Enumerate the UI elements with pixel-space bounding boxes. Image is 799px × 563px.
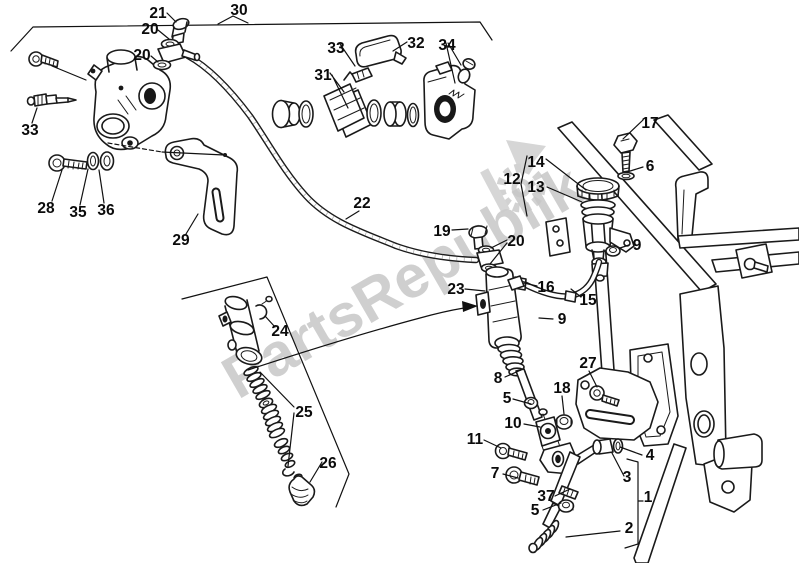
- part-label-24: 24: [271, 323, 289, 340]
- part-label-21: 21: [149, 5, 167, 22]
- part-label-15: 15: [579, 292, 597, 309]
- part-label-16: 16: [537, 279, 555, 296]
- part-label-34: 34: [438, 37, 456, 54]
- rear-master-cylinder: [468, 225, 526, 377]
- part-label-36: 36: [97, 202, 115, 219]
- part-label-31: 31: [314, 67, 332, 84]
- bolt-group-28: [48, 151, 115, 172]
- part-label-4: 4: [646, 447, 655, 464]
- part-label-20: 20: [133, 47, 150, 64]
- part-label-10: 10: [504, 415, 521, 432]
- part-label-26: 26: [319, 455, 337, 472]
- part-label-5: 5: [503, 390, 512, 407]
- brake-pedal: [528, 442, 581, 554]
- part-label-12: 12: [503, 171, 520, 188]
- bleed-valve-33: [26, 93, 77, 107]
- part-label-35: 35: [69, 204, 87, 221]
- part-label-2: 2: [625, 520, 634, 537]
- pushrod-clevis: [515, 368, 573, 453]
- part-label-32: 32: [407, 35, 424, 52]
- part-label-11: 11: [467, 431, 484, 448]
- part-label-22: 22: [353, 195, 370, 212]
- mounting-bracket-29: [107, 137, 239, 236]
- part-label-9: 9: [633, 237, 642, 254]
- part-label-27: 27: [579, 355, 596, 372]
- caliper-banjo-stack: [152, 17, 201, 71]
- part-label-33: 33: [21, 122, 39, 139]
- piston-spring-stack: [243, 365, 296, 477]
- part-label-9: 9: [558, 311, 567, 328]
- part-label-1: 1: [644, 489, 653, 506]
- part-label-28: 28: [37, 200, 55, 217]
- part-label-7: 7: [491, 465, 500, 482]
- part-label-29: 29: [172, 232, 190, 249]
- part-label-20: 20: [507, 233, 524, 250]
- frame: [545, 114, 799, 563]
- pedal-spring: [528, 519, 560, 554]
- assembly-group-lines: [181, 276, 350, 508]
- caliper-internals: [271, 58, 476, 140]
- part-label-19: 19: [433, 223, 451, 240]
- part-label-18: 18: [553, 380, 571, 397]
- dust-boot-26: [288, 473, 316, 507]
- part-label-30: 30: [230, 2, 247, 19]
- brake-hose-22: [184, 52, 480, 264]
- part-label-3: 3: [623, 469, 632, 486]
- part-label-5: 5: [531, 502, 540, 519]
- brake-pad-32: [354, 34, 407, 68]
- assembly-arrow: [247, 301, 478, 371]
- front-caliper: [87, 49, 172, 151]
- pivot-parts: [494, 438, 624, 486]
- group-30-bracket: [10, 15, 493, 52]
- caliper-mount-bolt: [28, 51, 87, 81]
- part-label-20: 20: [141, 21, 158, 38]
- part-label-23: 23: [447, 281, 465, 298]
- part-label-8: 8: [494, 370, 503, 387]
- part-label-14: 14: [527, 154, 545, 171]
- leader-lines: [31, 12, 644, 549]
- part-label-33: 33: [327, 40, 345, 57]
- part-label-37: 37: [537, 488, 554, 505]
- part-label-13: 13: [527, 179, 545, 196]
- exploded-master-cylinder: [218, 295, 273, 366]
- part-label-17: 17: [641, 115, 658, 132]
- part-label-6: 6: [646, 158, 655, 175]
- part-label-25: 25: [295, 404, 313, 421]
- part-labels: 21 20 20 30 33 28 35 36 29 33 31 32 34 1…: [21, 2, 658, 537]
